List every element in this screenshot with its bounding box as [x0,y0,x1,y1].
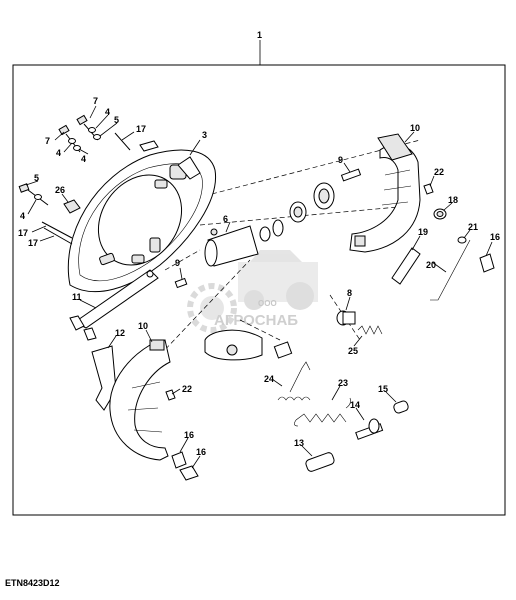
adjuster-shaft [355,418,384,440]
callout-8: 8 [347,288,352,298]
callout-9a: 9 [338,155,343,165]
cylinder-seals [259,182,335,242]
callout-20: 20 [426,260,436,270]
callout-5b: 5 [34,173,39,183]
sleeve [305,452,335,472]
return-spring-23 [294,397,351,427]
callout-12: 12 [115,328,125,338]
watermark-small-text: ООО [258,299,277,308]
callout-5a: 5 [114,115,119,125]
callout-10b: 10 [138,321,148,331]
strut-plate [391,247,421,285]
callout-11: 11 [72,292,82,302]
callout-21: 21 [468,222,478,232]
callout-9b: 9 [175,258,180,268]
callout-16b: 16 [184,430,194,440]
callout-7a: 7 [93,96,98,106]
callout-3: 3 [202,130,207,140]
callout-24: 24 [264,374,274,384]
callout-16a: 16 [490,232,500,242]
mounting-bracket [83,327,117,411]
clip-lower-a [171,451,187,469]
callout-17a: 17 [136,124,146,134]
return-spring-24 [277,361,311,401]
diagram-frame [12,64,506,516]
callout-17b: 17 [18,228,28,238]
callout-6: 6 [223,214,228,224]
bolt-group-left [18,183,81,245]
park-brake-lever [69,269,159,331]
small-spring [357,325,383,335]
diagram-code: ETN8423D12 [5,578,60,588]
callout-22a: 22 [434,167,444,177]
bolt-group-top [58,114,159,153]
callout-10a: 10 [410,123,420,133]
callout-15: 15 [378,384,388,394]
callout-1: 1 [257,30,262,40]
callout-4d: 4 [20,211,25,221]
callout-7b: 7 [45,136,50,146]
brake-shoe-lower [109,339,171,461]
washer [457,236,467,244]
hub-assembly [204,329,293,361]
wheel-cylinder [204,225,259,267]
bushing [393,400,409,414]
callout-18: 18 [448,195,458,205]
callout-26: 26 [55,185,65,195]
callout-13: 13 [294,438,304,448]
callout-4b: 4 [56,148,61,158]
brake-shoe-upper [349,133,421,253]
callout-16c: 16 [196,447,206,457]
cable-rod [430,239,471,301]
callout-17c: 17 [28,238,38,248]
clip-lower-b [179,465,199,481]
clip-lower [165,389,176,401]
callout-4c: 4 [81,154,86,164]
watermark-logo: ООО АГРОСНАБ [187,250,318,333]
adjuster-screw [336,310,356,326]
clip-right [479,253,495,273]
adjuster-nut [433,208,447,220]
callout-25: 25 [348,346,358,356]
callout-23: 23 [338,378,348,388]
clip-top [423,183,434,195]
callout-22b: 22 [182,384,192,394]
backing-plate [67,149,217,293]
pin-lower [174,277,188,289]
callout-4a: 4 [105,107,110,117]
callout-14: 14 [350,400,360,410]
callout-19: 19 [418,227,428,237]
watermark-brand-text: АГРОСНАБ [214,312,298,329]
pin-top [340,168,362,182]
